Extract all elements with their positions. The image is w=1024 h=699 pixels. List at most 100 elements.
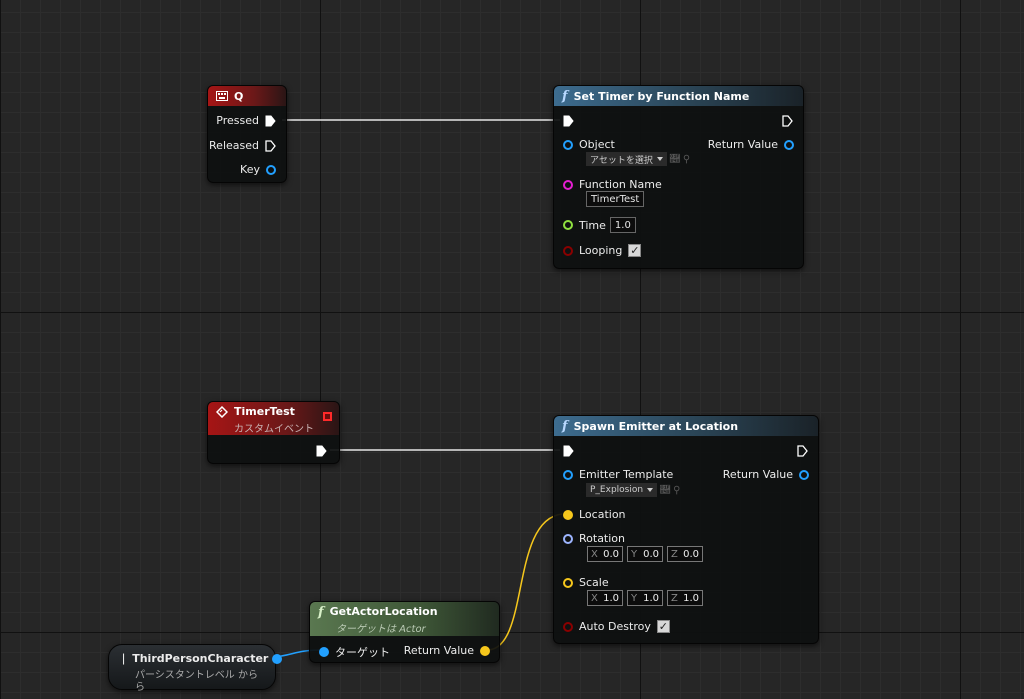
node-title: Spawn Emitter at Location (573, 419, 739, 433)
exec-out-pin-icon[interactable] (797, 445, 808, 457)
value: 1.0 (603, 592, 619, 604)
pin-label: Object (579, 138, 615, 151)
key-pin[interactable]: Key (240, 163, 276, 176)
value: 0.0 (683, 548, 699, 560)
arrow-left-icon[interactable]: 🡈 (669, 153, 680, 165)
struct-pin-icon[interactable] (266, 164, 276, 175)
arrow-left-icon[interactable]: 🡈 (660, 484, 671, 496)
return-value-pin[interactable]: Return Value (404, 644, 490, 657)
get-actor-location-header[interactable]: f GetActorLocation ターゲットは Actor (310, 602, 499, 636)
pin-label: Function Name (579, 178, 662, 191)
function-name-pin[interactable]: Function Name (563, 178, 662, 191)
exec-pin-empty-icon[interactable] (265, 139, 276, 152)
object-pin[interactable]: Object (563, 138, 615, 151)
auto-destroy-pin[interactable]: Auto Destroy ✓ (563, 620, 670, 633)
emitter-template-pin[interactable]: Emitter Template (563, 468, 673, 481)
bool-pin-icon[interactable] (563, 245, 573, 256)
emitter-asset-picker[interactable]: P_Explosion 🡈 ⚲ (586, 483, 680, 497)
q-key-event-node[interactable]: Q Pressed Released Key (207, 85, 287, 183)
function-name-input[interactable]: TimerTest (586, 191, 645, 207)
object-asset-picker[interactable]: アセットを選択 🡈 ⚲ (586, 152, 690, 166)
node-subtitle: パーシスタントレベル から (135, 670, 258, 681)
emitter-template-dropdown[interactable]: P_Explosion (586, 483, 658, 497)
search-icon[interactable]: ⚲ (673, 484, 681, 496)
asset-select-dropdown[interactable]: アセットを選択 (586, 152, 667, 166)
pin-label: Return Value (403, 644, 474, 657)
vector-pin-icon[interactable] (563, 509, 573, 520)
character-title-row: ❘ ThirdPersonCharacter (119, 652, 283, 665)
return-value-pin[interactable]: Return Value (708, 138, 794, 151)
location-pin[interactable]: Location (563, 508, 626, 521)
pin-label: Released (209, 139, 259, 152)
target-pin[interactable]: ターゲット (319, 644, 390, 660)
exec-in-pin-icon[interactable] (563, 115, 574, 127)
chevron-down-icon (647, 488, 654, 492)
pin-label: Scale (579, 576, 609, 589)
bool-pin-icon[interactable] (563, 621, 573, 632)
value: 1.0 (683, 592, 699, 604)
rotation-pin[interactable]: Rotation (563, 532, 625, 545)
node-title: ThirdPersonCharacter (132, 652, 269, 665)
released-pin[interactable]: Released (209, 139, 276, 152)
scale-y-input[interactable]: Y 1.0 (627, 590, 663, 606)
chevron-down-icon (656, 157, 663, 161)
scale-pin[interactable]: Scale (563, 576, 609, 589)
node-title: Set Timer by Function Name (573, 89, 750, 103)
object-pin-icon[interactable] (563, 469, 573, 480)
rotator-pin-icon[interactable] (563, 533, 573, 544)
timertest-event-node[interactable]: TimerTest カスタムイベント (207, 401, 340, 464)
return-value-pin[interactable]: Return Value (723, 468, 809, 481)
delegate-pin-icon[interactable] (323, 412, 332, 421)
vector-pin-icon[interactable] (480, 645, 490, 656)
spawn-emitter-node[interactable]: f Spawn Emitter at Location Emitter Temp… (553, 415, 819, 644)
object-pin-icon[interactable] (799, 469, 809, 480)
set-timer-node[interactable]: f Set Timer by Function Name Object アセット… (553, 85, 804, 269)
pin-label: Return Value (722, 468, 793, 481)
exec-out-pin-icon[interactable] (782, 115, 793, 127)
time-input[interactable]: 1.0 (609, 217, 636, 233)
exec-pin-filled-icon[interactable] (265, 115, 276, 127)
variable-icon: ❘ (119, 652, 129, 665)
object-pin-icon[interactable] (272, 653, 283, 664)
object-pin-icon[interactable] (563, 139, 573, 150)
auto-destroy-checkbox[interactable]: ✓ (656, 620, 670, 633)
pin-label: Pressed (216, 114, 259, 127)
time-pin[interactable]: Time 1.0 (563, 217, 636, 233)
struct-pin-icon[interactable] (784, 139, 794, 150)
set-timer-header[interactable]: f Set Timer by Function Name (554, 86, 803, 106)
timertest-header[interactable]: TimerTest カスタムイベント (208, 402, 339, 435)
exec-in-pin-icon[interactable] (563, 445, 574, 457)
looping-checkbox[interactable]: ✓ (628, 244, 642, 257)
value: 1.0 (643, 592, 659, 604)
checkmark-icon: ✓ (658, 620, 668, 633)
q-key-event-header[interactable]: Q (208, 86, 286, 106)
search-icon[interactable]: ⚲ (682, 153, 691, 165)
name-pin-icon[interactable] (563, 179, 573, 190)
third-person-character-node[interactable]: ❘ ThirdPersonCharacter パーシスタントレベル から ら (108, 644, 283, 693)
node-subtitle-wrap: ら (135, 682, 145, 693)
axis-label: Y (631, 548, 638, 560)
pressed-pin[interactable]: Pressed (216, 114, 276, 127)
float-pin-icon[interactable] (563, 220, 573, 230)
looping-pin[interactable]: Looping ✓ (563, 244, 642, 257)
axis-label: Y (631, 592, 638, 604)
pin-label: ターゲット (335, 646, 390, 659)
node-subtitle: ターゲットは Actor (336, 624, 426, 635)
pin-label: Location (579, 508, 626, 521)
function-icon: f (318, 605, 324, 620)
pin-label: Return Value (707, 138, 778, 151)
object-pin-icon[interactable] (319, 647, 329, 657)
vector-pin-icon[interactable] (563, 577, 573, 588)
get-actor-location-node[interactable]: f GetActorLocation ターゲットは Actor ターゲット Re… (309, 601, 500, 663)
keyboard-icon (216, 91, 228, 101)
emitter-template-label: P_Explosion (590, 485, 644, 495)
exec-out-pin-icon[interactable] (316, 445, 327, 457)
spawn-emitter-header[interactable]: f Spawn Emitter at Location (554, 416, 818, 436)
